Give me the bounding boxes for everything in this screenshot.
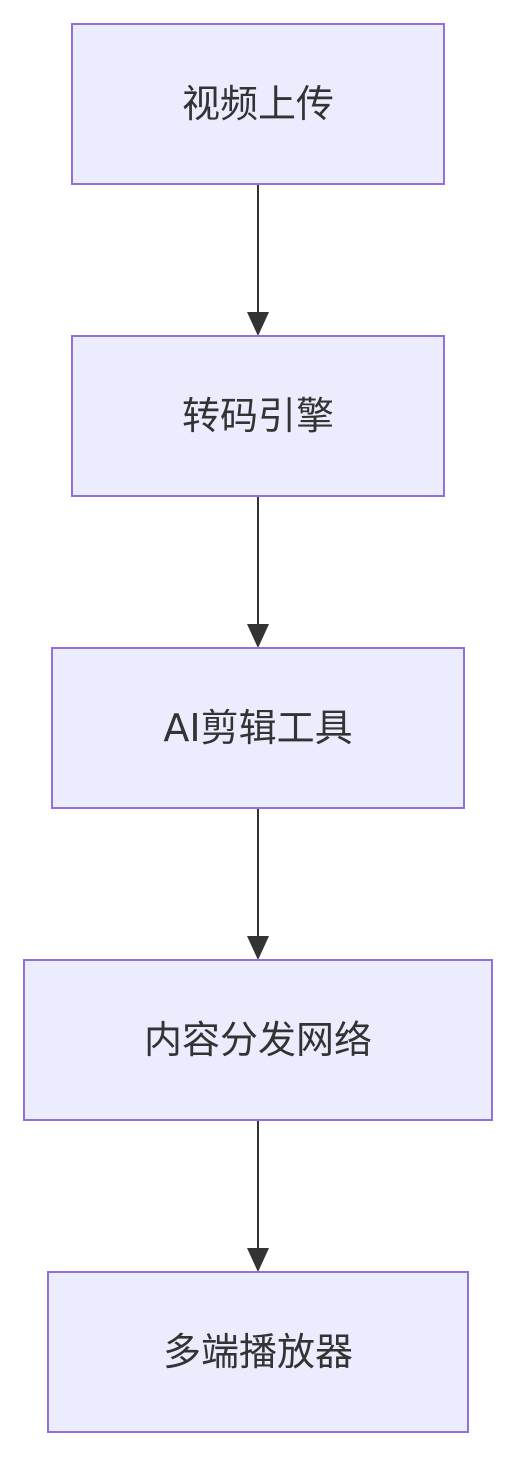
arrow-head-icon xyxy=(247,936,269,960)
arrow-head-icon xyxy=(247,312,269,336)
edges-group xyxy=(247,184,269,1272)
node-box xyxy=(47,1271,469,1433)
node-box xyxy=(71,23,445,185)
node-label: 内容分发网络 xyxy=(144,1018,372,1062)
edge-n2-n3 xyxy=(247,496,269,648)
edge-n1-n2 xyxy=(247,184,269,336)
arrow-head-icon xyxy=(247,624,269,648)
node-n5: 多端播放器 xyxy=(47,1271,469,1433)
edge-n4-n5 xyxy=(247,1120,269,1272)
node-label: 转码引擎 xyxy=(182,394,334,438)
node-n1: 视频上传 xyxy=(71,23,445,185)
node-n3: AI剪辑工具 xyxy=(51,647,465,809)
edge-n3-n4 xyxy=(247,808,269,960)
node-label: 视频上传 xyxy=(182,82,334,126)
node-label: 多端播放器 xyxy=(163,1330,353,1374)
node-n4: 内容分发网络 xyxy=(23,959,493,1121)
node-label: AI剪辑工具 xyxy=(163,706,352,750)
node-box xyxy=(51,647,465,809)
arrow-head-icon xyxy=(247,1248,269,1272)
node-box xyxy=(23,959,493,1121)
node-n2: 转码引擎 xyxy=(71,335,445,497)
node-box xyxy=(71,335,445,497)
